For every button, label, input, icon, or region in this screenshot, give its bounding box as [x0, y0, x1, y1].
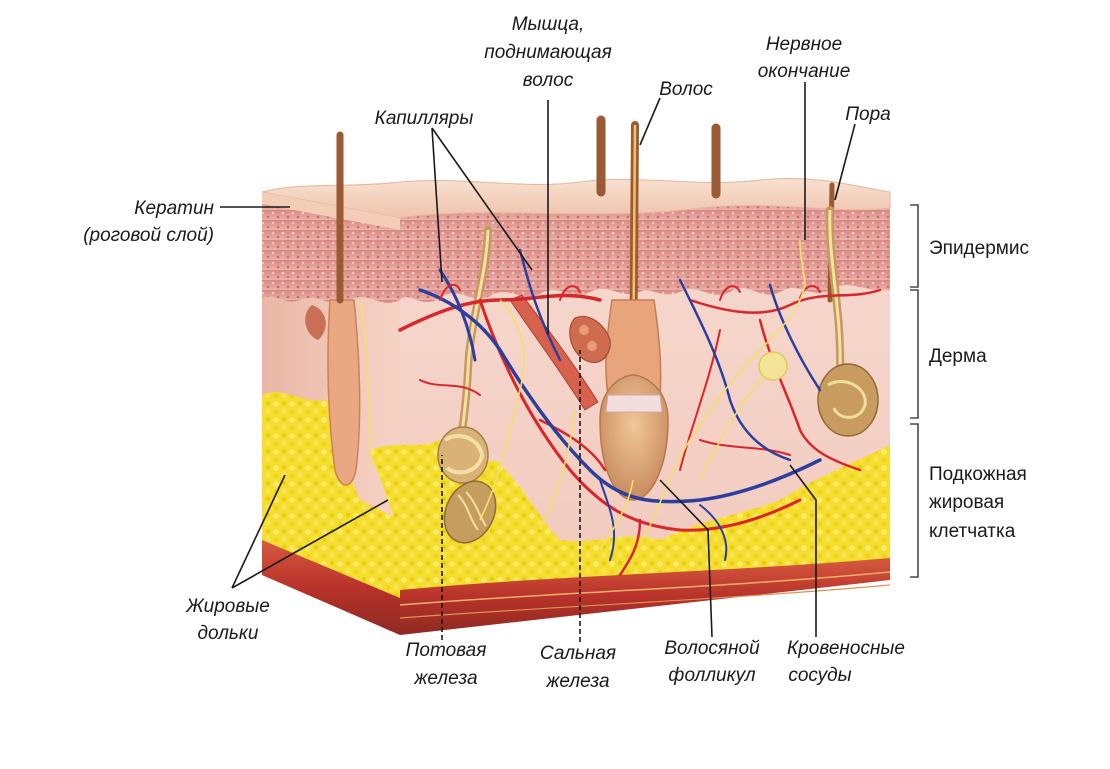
label-sweat-gland-1: Потовая: [406, 640, 487, 661]
label-keratin-2: (роговой слой): [83, 225, 214, 246]
skin-block: [261, 178, 891, 635]
capillaries-leader-1: [431, 127, 443, 283]
side-muscle-layer: [262, 540, 400, 635]
label-subcutis-2: жировая: [929, 492, 1004, 513]
label-sebaceous-gland-1: Сальная: [540, 643, 616, 664]
label-blood-vessels-1: Кровеносные: [787, 638, 905, 659]
label-capillaries: Капилляры: [375, 108, 474, 129]
side-hair-follicle: [327, 299, 361, 486]
label-hair-follicle-2: фолликул: [668, 665, 755, 686]
leader-lines: [220, 82, 856, 642]
label-fat-lobules-1: Жировые: [185, 596, 270, 617]
blood-vessels: [398, 248, 882, 577]
label-keratin-1: Кератин: [134, 198, 214, 219]
label-subcutis-3: клетчатка: [929, 521, 1016, 542]
label-sweat-gland-2: железа: [413, 668, 477, 689]
fat-lobule-left: [370, 440, 460, 520]
main-hair-follicle-group: [509, 294, 669, 501]
hair-leader: [639, 97, 661, 146]
dermis-bracket: [910, 289, 919, 419]
label-nerve-2: окончание: [758, 61, 851, 82]
vessels-leader: [789, 464, 817, 637]
label-muscle-3: волос: [523, 70, 574, 91]
follicle-leader: [659, 479, 713, 638]
side-fat: [262, 392, 400, 600]
sweat-gland-left: [437, 226, 497, 544]
layer-brackets: [910, 204, 919, 578]
label-hair: Волос: [659, 79, 713, 100]
labels: Кератин (роговой слой) Капилляры Мышца, …: [83, 14, 1029, 692]
stratum-corneum-side: [262, 192, 400, 230]
label-sebaceous-gland-2: железа: [545, 671, 609, 692]
muscle-layer: [400, 558, 890, 635]
label-muscle-1: Мышца,: [512, 14, 585, 35]
label-epidermis: Эпидермис: [929, 238, 1029, 259]
label-fat-lobules-2: дольки: [198, 623, 259, 644]
nerve-fibers: [359, 239, 806, 551]
label-subcutis-1: Подкожная: [929, 464, 1027, 485]
sweat-gland-coil-right: [817, 363, 879, 437]
label-hair-follicle-1: Волосяной: [664, 638, 760, 659]
label-dermis: Дерма: [929, 346, 987, 367]
label-blood-vessels-2: сосуды: [788, 665, 851, 686]
fat-leader-1: [231, 474, 286, 589]
label-nerve-1: Нервное: [766, 34, 842, 55]
epidermis-bracket: [910, 204, 919, 288]
nerve-receptor: [758, 351, 788, 381]
label-muscle-2: поднимающая: [484, 42, 612, 63]
sweat-gland-coil: [443, 480, 497, 544]
label-pore: Пора: [845, 104, 890, 125]
sweat-gland-right: [817, 206, 879, 437]
side-sebaceous-gland: [305, 305, 326, 340]
capillaries-leader-2: [431, 127, 533, 271]
subcutis-bracket: [910, 423, 919, 578]
pore-leader: [834, 123, 856, 201]
fat-leader-2: [231, 499, 389, 589]
epidermis: [400, 205, 890, 302]
